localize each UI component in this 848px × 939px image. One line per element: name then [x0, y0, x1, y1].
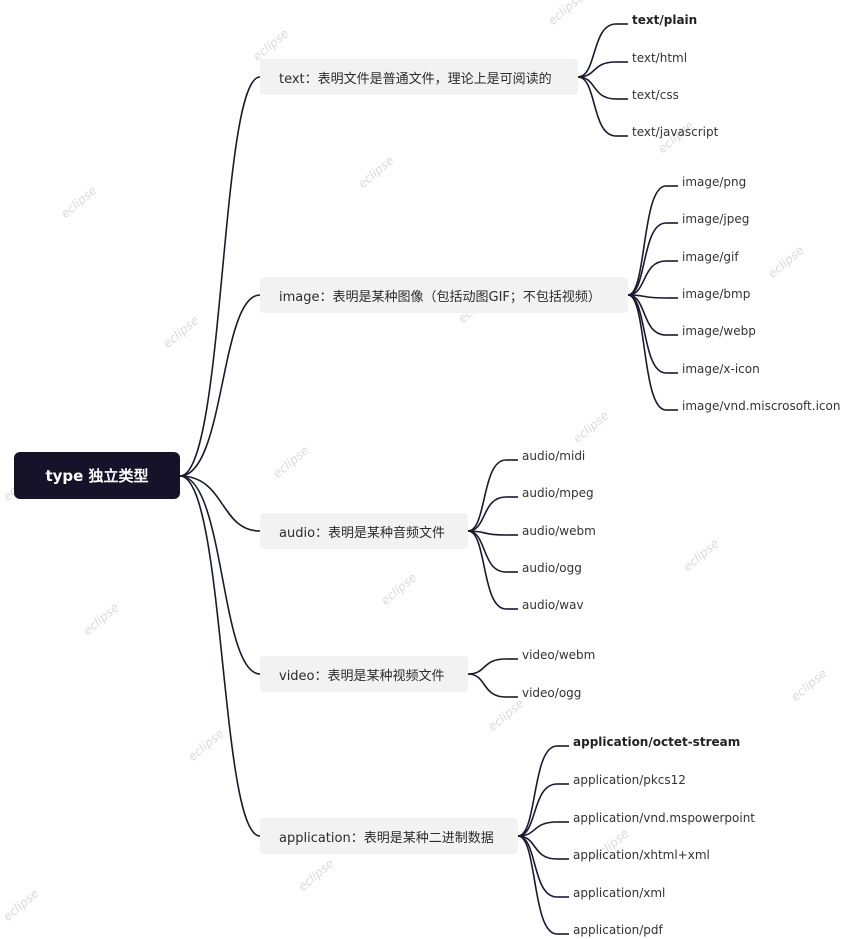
leaf-node[interactable]: audio/webm — [522, 524, 596, 538]
leaf-connector — [627, 294, 667, 411]
branch-label: image：表明是某种图像（包括动图GIF；不包括视频） — [279, 289, 601, 305]
branch-text[interactable]: text：表明文件是普通文件，理论上是可阅读的 — [260, 59, 578, 95]
leaf-node[interactable]: text/javascript — [632, 125, 719, 139]
leaf-node[interactable]: text/plain — [632, 13, 698, 27]
root-connector — [179, 475, 261, 532]
root-label: type 独立类型 — [45, 467, 149, 485]
leaf-node[interactable]: image/gif — [682, 250, 739, 264]
leaf-node[interactable]: image/png — [682, 175, 747, 189]
leaf-connector — [517, 835, 558, 935]
leaf-node[interactable]: image/webp — [682, 324, 756, 338]
leaf-node[interactable]: audio/wav — [522, 598, 584, 612]
leaf-connector — [577, 23, 617, 78]
branch-video[interactable]: video：表明是某种视频文件 — [260, 656, 468, 692]
leaf-node[interactable]: video/ogg — [522, 686, 582, 700]
root-connector — [179, 76, 261, 477]
leaf-connector — [467, 673, 507, 698]
leaf-connector — [627, 222, 667, 296]
leaf-connector — [577, 61, 617, 78]
leaf-connector — [467, 530, 507, 610]
leaf-connector — [467, 459, 507, 532]
leaf-node[interactable]: image/bmp — [682, 287, 751, 301]
leaf-connector — [467, 496, 507, 532]
leaf-connector — [467, 530, 507, 573]
branch-audio[interactable]: audio：表明是某种音频文件 — [260, 513, 468, 549]
leaf-node[interactable]: image/vnd.miscrosoft.icon — [682, 399, 841, 413]
leaf-connector — [467, 658, 507, 675]
root-node[interactable]: type 独立类型 — [14, 452, 180, 499]
branch-label: text：表明文件是普通文件，理论上是可阅读的 — [279, 71, 552, 87]
leaf-node[interactable]: text/css — [632, 88, 679, 102]
leaf-node[interactable]: image/jpeg — [682, 212, 750, 226]
leaf-node[interactable]: audio/midi — [522, 449, 586, 463]
leaf-node[interactable]: video/webm — [522, 648, 596, 662]
leaf-connector — [627, 260, 667, 296]
leaf-node[interactable]: audio/mpeg — [522, 486, 594, 500]
leaf-node[interactable]: audio/ogg — [522, 561, 582, 575]
root-connector — [179, 475, 261, 837]
leaf-node[interactable]: application/vnd.mspowerpoint — [573, 811, 756, 825]
leaf-connector — [517, 821, 558, 837]
leaf-connector — [517, 835, 558, 898]
root-connector — [179, 294, 261, 477]
branch-label: application：表明是某种二进制数据 — [279, 830, 494, 846]
leaf-node[interactable]: application/xml — [573, 886, 666, 900]
leaf-connector — [577, 76, 617, 137]
leaf-connector — [627, 294, 667, 336]
branch-image[interactable]: image：表明是某种图像（包括动图GIF；不包括视频） — [260, 277, 628, 313]
leaf-node[interactable]: application/pdf — [573, 923, 663, 937]
leaf-connector — [517, 745, 558, 837]
leaf-node[interactable]: image/x-icon — [682, 362, 760, 376]
leaf-node[interactable]: application/pkcs12 — [573, 773, 686, 787]
leaf-connector — [517, 783, 558, 837]
leaf-node[interactable]: application/xhtml+xml — [573, 848, 710, 862]
branch-label: video：表明是某种视频文件 — [279, 668, 445, 684]
leaf-node[interactable]: application/octet-stream — [573, 735, 741, 749]
leaf-node[interactable]: text/html — [632, 51, 688, 65]
root-connector — [179, 475, 261, 675]
branch-label: audio：表明是某种音频文件 — [279, 525, 446, 541]
branch-application[interactable]: application：表明是某种二进制数据 — [260, 818, 518, 854]
leaf-connector — [627, 185, 667, 296]
